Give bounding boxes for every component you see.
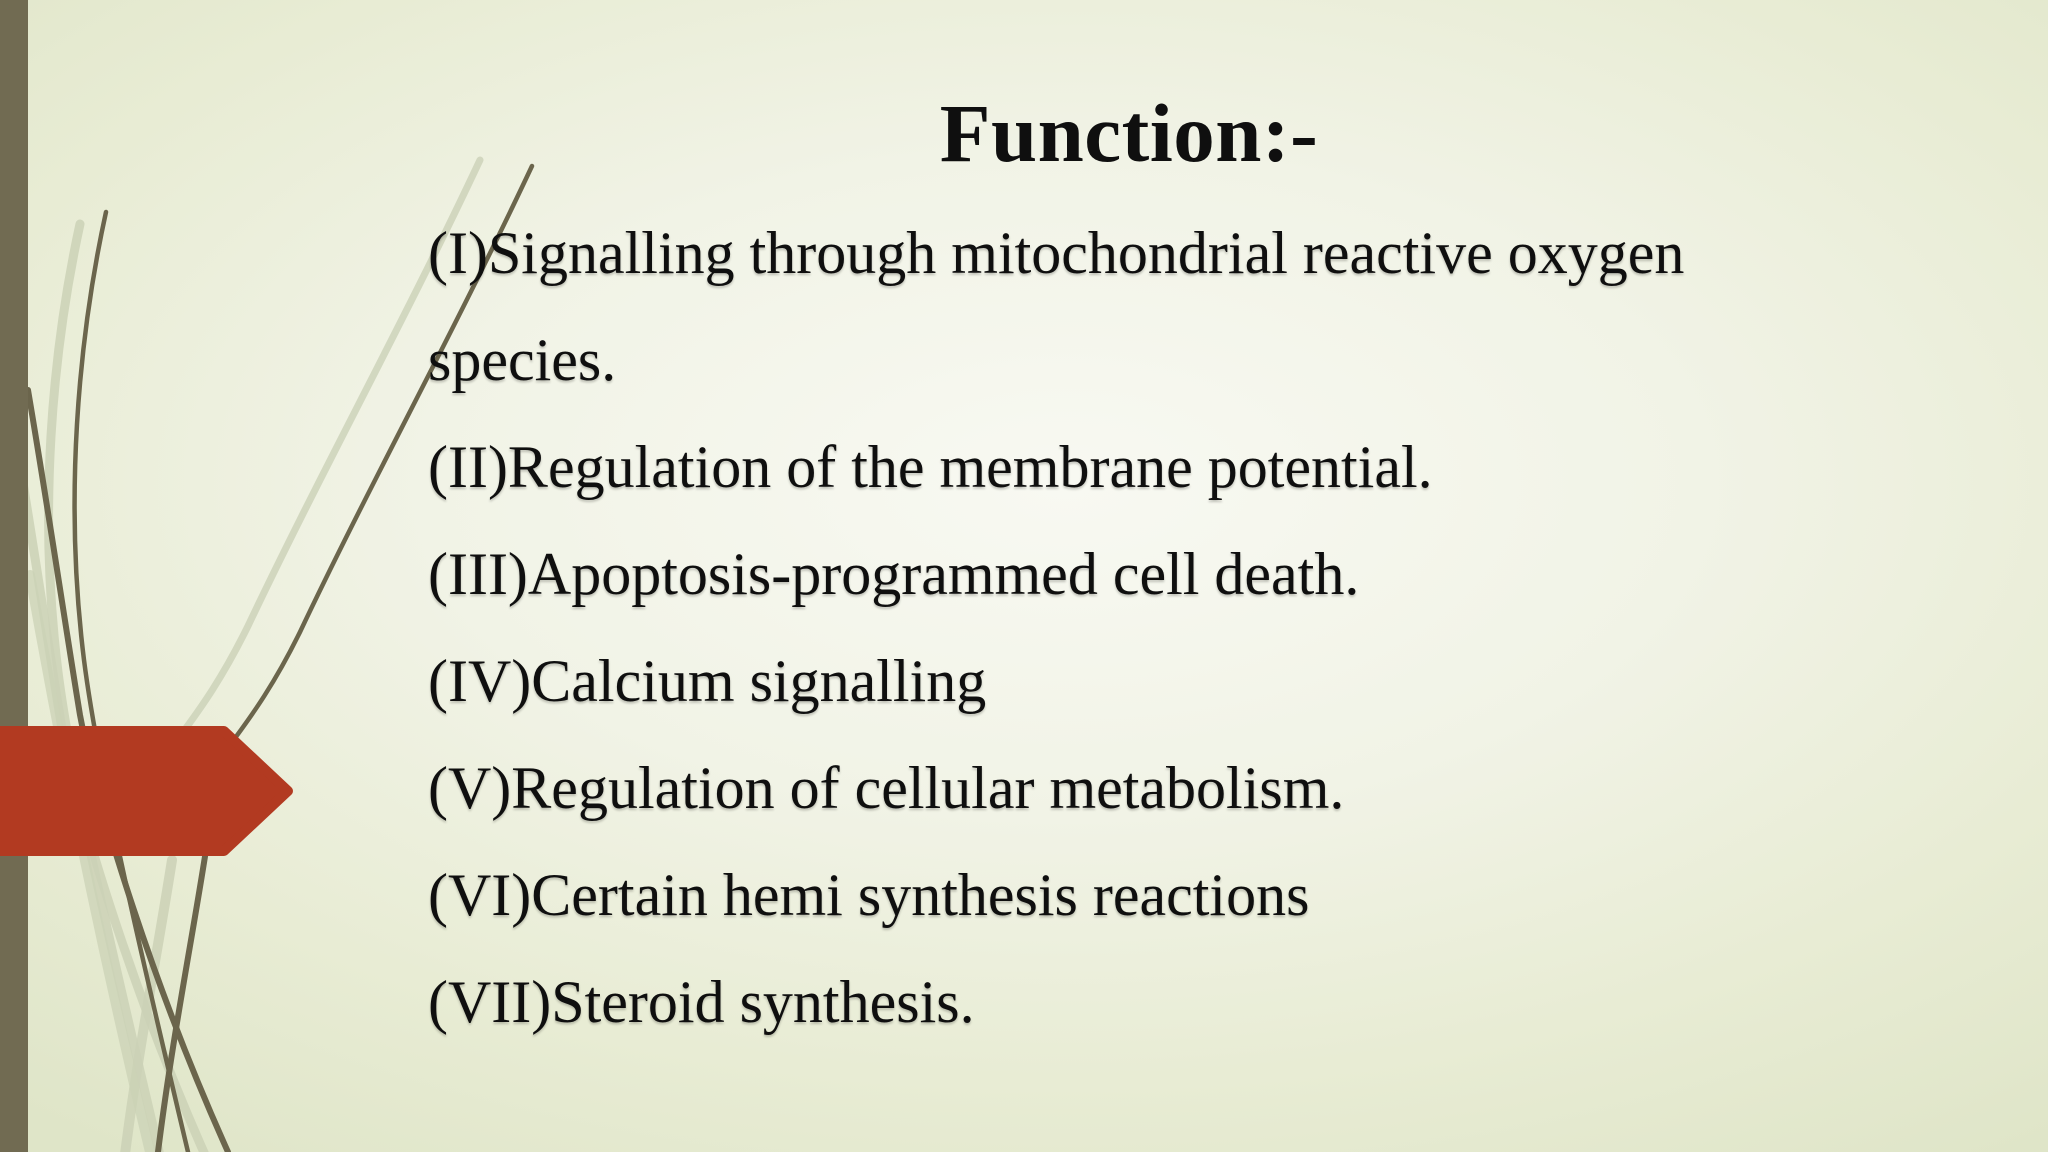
function-list-item: (V)Regulation of cellular metabolism. xyxy=(428,755,1345,821)
grass-stem-shadow-4 xyxy=(120,855,177,1152)
slide-content: Function:- (I)Signalling through mitocho… xyxy=(428,0,1830,1152)
grass-stem-dark-2 xyxy=(25,387,231,1152)
grass-stem-shadow-2 xyxy=(5,399,209,1152)
function-list: (I)Signalling through mitochondrial reac… xyxy=(428,200,1718,1056)
function-list-item: (III)Apoptosis-programmed cell death. xyxy=(428,541,1360,607)
function-list-item: (I)Signalling through mitochondrial reac… xyxy=(428,220,1685,393)
grass-stem-dark-1 xyxy=(72,209,191,1152)
function-list-item: (II)Regulation of the membrane potential… xyxy=(428,434,1433,500)
red-arrow-shape xyxy=(0,726,293,856)
grass-blade-light xyxy=(25,570,155,1152)
slide-title: Function:- xyxy=(939,87,1319,179)
function-list-item: (VII)Steroid synthesis. xyxy=(428,969,975,1035)
grass-stem-shadow-1 xyxy=(44,219,164,1152)
grass-stem-dark-4 xyxy=(155,847,209,1152)
left-accent-bar xyxy=(0,0,28,1152)
function-list-item: (IV)Calcium signalling xyxy=(428,648,987,714)
function-list-item: (VI)Certain hemi synthesis reactions xyxy=(428,862,1310,928)
